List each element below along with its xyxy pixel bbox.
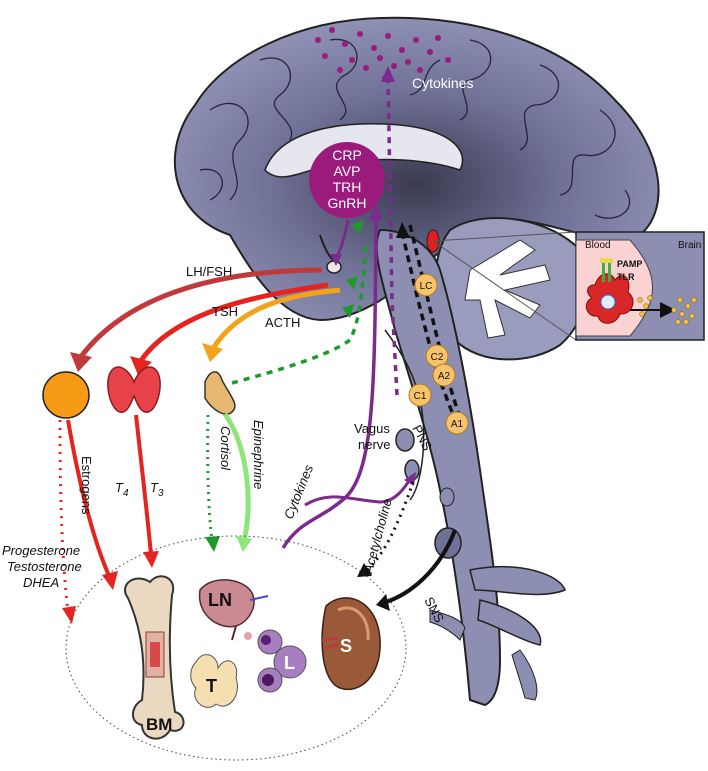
immune-compartment [65, 535, 407, 761]
svg-text:T3: T3 [150, 480, 164, 499]
inset-blood-label: Blood [585, 240, 611, 251]
leukocytes [244, 629, 307, 693]
hypothalamus-line-4: GnRH [328, 195, 367, 211]
brainstem-spinal-cord [375, 228, 502, 707]
nucleus-a2: A2 [432, 363, 456, 387]
gyri-lines [199, 38, 631, 219]
inset-brain-label: Brain [678, 240, 701, 251]
hypothalamus-node: CRP AVP TRH GnRH [309, 142, 385, 218]
gonadal-steroids-label: Progesterone Testosterone DHEA [2, 543, 82, 590]
svg-text:C2: C2 [431, 352, 444, 363]
sns-arrow [382, 529, 457, 605]
cytokines-label: Cytokines [281, 462, 316, 521]
inset-pamp-label: PAMP [617, 259, 642, 269]
cytokines-top-label: Cytokines [412, 75, 473, 91]
thyroid [107, 366, 161, 413]
nucleus-a1: A1 [445, 411, 469, 435]
epinephrine-label: Epinephrine [251, 420, 266, 489]
lh-fsh-arrow [77, 267, 323, 360]
svg-text:C1: C1 [414, 391, 427, 402]
svg-text:Testosterone: Testosterone [7, 559, 82, 574]
l-label: L [284, 653, 295, 673]
lc-dashed-path [400, 231, 457, 421]
bm-label: BM [146, 715, 172, 734]
t4-t3-label: T4 T3 [115, 480, 164, 499]
vagus-afferent-arrow [304, 475, 414, 507]
gonadal-steroids-dotted-arrow [58, 419, 70, 613]
t-label: T [206, 676, 217, 696]
nucleus-lc: LC [414, 273, 438, 297]
gonad [42, 371, 90, 419]
inset-cytokines [637, 295, 697, 325]
vagus-label-1: Vagus [354, 421, 390, 436]
cortisol-label: Cortisol [218, 426, 233, 471]
vagus-label-2: nerve [358, 437, 391, 452]
t4-t3-arrow [134, 414, 153, 556]
cytokine-dots [315, 27, 451, 81]
lymph-node [198, 579, 255, 628]
vagus-ganglion [395, 428, 415, 452]
pituitary [326, 260, 342, 274]
acetylcholine-label: Acetylcholine [360, 497, 395, 576]
cortisol-dotted-arrow [206, 414, 214, 541]
acth-label: ACTH [265, 315, 300, 330]
acth-arrow [209, 287, 341, 352]
lc-dashed-path-2 [408, 224, 464, 426]
ganglion [439, 487, 455, 507]
epinephrine-arrow [222, 412, 251, 541]
svg-text:A1: A1 [451, 419, 464, 430]
inset-tlr-label: TLR [617, 272, 635, 282]
svg-text:A2: A2 [438, 371, 451, 382]
cytokine-ascending-dashed-arrow [386, 74, 399, 396]
svg-text:DHEA: DHEA [23, 575, 59, 590]
hypothalamus-line-2: AVP [334, 163, 361, 179]
estrogens-arrow [66, 419, 112, 579]
lh-fsh-label: LH/FSH [186, 264, 232, 279]
hypothalamus-line-1: CRP [332, 147, 362, 163]
ln-label: LN [208, 590, 232, 610]
s-label: S [340, 636, 352, 656]
svg-text:T4: T4 [115, 480, 129, 499]
acetylcholine-dotted-arrow [364, 481, 415, 574]
arbor-vitae [464, 239, 551, 339]
hypothalamus-line-3: TRH [333, 179, 362, 195]
tsh-arrow [137, 282, 329, 364]
cytokines-solid-arrow [281, 209, 378, 549]
svg-text:Progesterone: Progesterone [2, 543, 80, 558]
brain-sagittal [173, 16, 660, 707]
adrenal-gland [204, 371, 236, 415]
nucleus-c1: C1 [408, 383, 432, 407]
estrogens-label: Estrogens [79, 456, 94, 515]
thymus [190, 654, 238, 708]
tsh-label: TSH [212, 304, 238, 319]
inset-bbb-panel: Blood Brain PAMP TLR [432, 231, 705, 341]
svg-text:LC: LC [420, 281, 433, 292]
